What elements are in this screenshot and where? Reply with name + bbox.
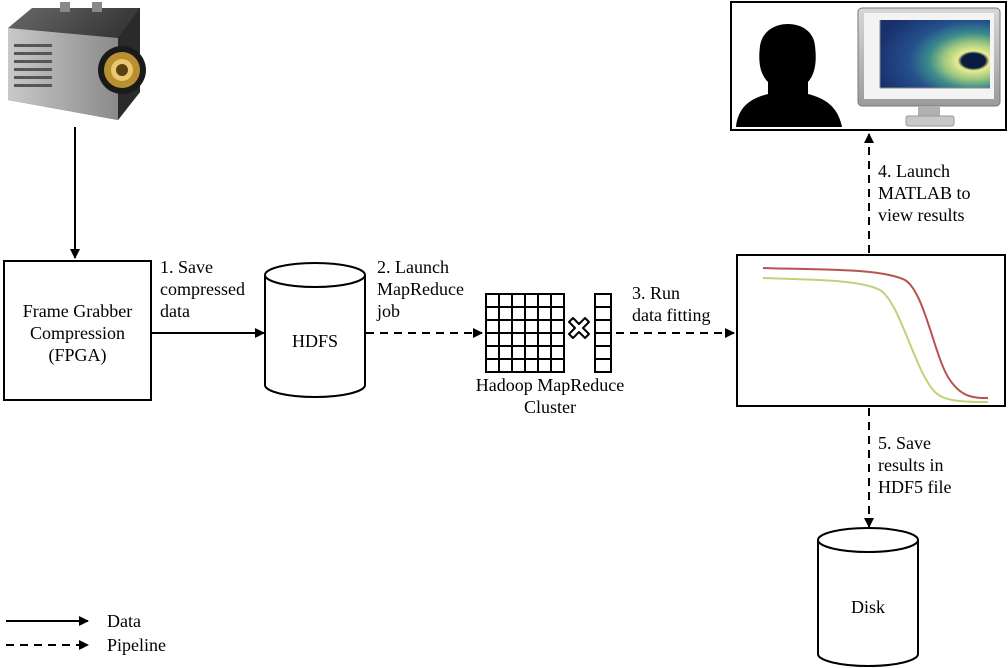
step-4-line-1: 4. Launch bbox=[878, 161, 950, 181]
step-4-line-3: view results bbox=[878, 205, 965, 225]
step-5-label: 5. Save results in HDF5 file bbox=[878, 432, 952, 498]
mapreduce-matrix-grid bbox=[485, 293, 565, 373]
step-2-line-2: MapReduce bbox=[377, 279, 464, 299]
step-1-line-3: data bbox=[160, 301, 190, 321]
step-3-line-2: data fitting bbox=[632, 305, 711, 325]
mapreduce-vector-grid bbox=[594, 293, 612, 373]
fpga-box bbox=[3, 260, 152, 401]
step-1-line-1: 1. Save bbox=[160, 257, 213, 277]
monitor-icon bbox=[857, 7, 1001, 127]
disk-label: Disk bbox=[850, 597, 885, 617]
fpga-label-line-3: (FPGA) bbox=[48, 345, 107, 365]
step-5-line-2: results in bbox=[878, 455, 944, 475]
step-2-label: 2. Launch MapReduce job bbox=[377, 256, 464, 322]
legend-data-label: Data bbox=[107, 611, 141, 631]
step-2-line-1: 2. Launch bbox=[377, 257, 449, 277]
step-4-label: 4. Launch MATLAB to view results bbox=[878, 160, 971, 226]
hdfs-cylinder bbox=[264, 262, 366, 398]
camera-icon bbox=[8, 2, 146, 120]
step-2-line-3: job bbox=[377, 301, 401, 321]
cluster-label: Hadoop MapReduce Cluster bbox=[452, 374, 648, 418]
step-1-line-2: compressed bbox=[160, 279, 245, 299]
fpga-label: Frame Grabber Compression (FPGA) bbox=[3, 300, 152, 366]
fpga-label-line-2: Compression bbox=[29, 323, 125, 343]
hdfs-label: HDFS bbox=[291, 331, 339, 351]
step-1-label: 1. Save compressed data bbox=[160, 256, 245, 322]
disk-cylinder bbox=[817, 527, 919, 667]
step-3-label: 3. Run data fitting bbox=[632, 282, 710, 326]
multiply-icon bbox=[568, 317, 590, 339]
cluster-label-line-2: Cluster bbox=[524, 397, 576, 417]
fit-curve-green bbox=[762, 277, 989, 403]
fit-curve-red bbox=[762, 267, 989, 399]
legend-pipeline-label: Pipeline bbox=[107, 635, 166, 655]
step-4-line-2: MATLAB to bbox=[878, 183, 971, 203]
fpga-label-line-1: Frame Grabber bbox=[22, 301, 133, 321]
step-3-line-1: 3. Run bbox=[632, 283, 681, 303]
step-5-line-3: HDF5 file bbox=[878, 477, 952, 497]
viewer-box bbox=[730, 1, 1007, 131]
fitting-plot bbox=[736, 254, 1006, 407]
user-silhouette-icon bbox=[736, 24, 842, 127]
cluster-label-line-1: Hadoop MapReduce bbox=[475, 375, 625, 395]
step-5-line-1: 5. Save bbox=[878, 433, 931, 453]
